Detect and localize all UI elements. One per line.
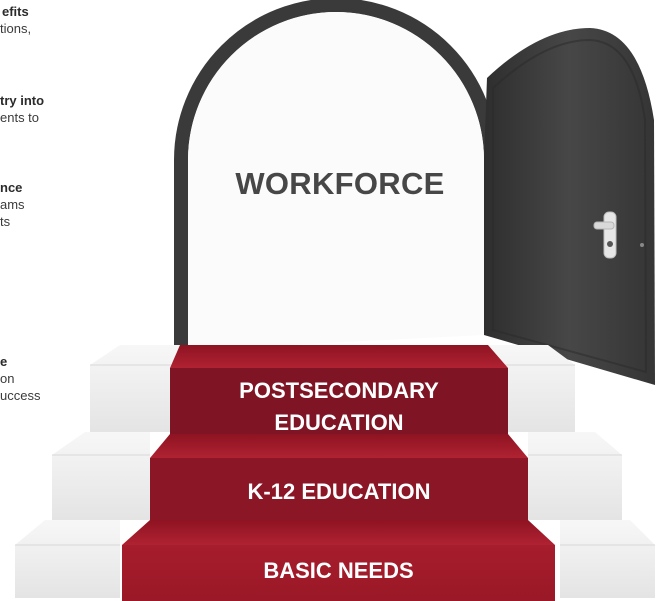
side-note-2-line-1: ents to (0, 110, 40, 125)
side-note-2: try into ents to (0, 92, 175, 126)
side-note-4: e on uccess (0, 353, 175, 404)
side-note-4-line-2: uccess (0, 388, 41, 403)
side-note-1-heading: efits (2, 4, 29, 19)
step-basic-needs: BASIC NEEDS (122, 556, 555, 586)
side-note-3-line-2: ts (0, 214, 11, 229)
open-door (484, 28, 655, 385)
door-label: WORKFORCE (235, 166, 445, 201)
side-note-1: efits tions, (0, 3, 175, 37)
side-note-1-line-1: tions, (0, 21, 32, 36)
step-basic-needs-label: BASIC NEEDS (263, 558, 414, 583)
step-k12-label: K-12 EDUCATION (247, 479, 431, 504)
red-carpet (122, 345, 555, 601)
side-note-3: nce ams ts (0, 179, 175, 230)
step-postsecondary-line-1: POSTSECONDARY (239, 378, 439, 403)
side-note-4-line-1: on (0, 371, 15, 386)
door-frame (174, 0, 498, 350)
step-postsecondary: POSTSECONDARY EDUCATION (170, 375, 508, 439)
side-note-3-line-1: ams (0, 197, 25, 212)
hinge-icon (640, 243, 644, 247)
stone-steps (15, 345, 655, 598)
side-note-4-heading: e (0, 354, 8, 369)
step-postsecondary-line-2: EDUCATION (274, 410, 404, 435)
door-handle-icon (593, 211, 617, 259)
step-k12: K-12 EDUCATION (150, 477, 528, 507)
side-note-3-heading: nce (0, 180, 23, 195)
side-note-2-heading: try into (0, 93, 45, 108)
